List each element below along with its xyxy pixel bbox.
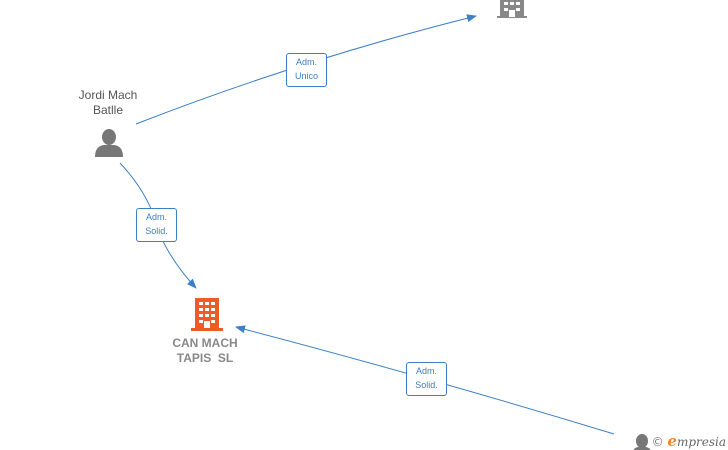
person-label-line2: Batlle: [92, 103, 124, 117]
edge-label-line2: Solid.: [415, 380, 438, 390]
company-label-line1: CAN MACH: [172, 336, 238, 350]
person-label-line1: Jordi Mach: [78, 88, 138, 102]
brand-name: mpresia: [676, 435, 726, 449]
company-icon-top[interactable]: [497, 0, 527, 18]
company-icon-main[interactable]: [191, 298, 223, 331]
edge-label-adm-unico: Adm. Unico: [286, 53, 327, 87]
edge-label-line1: Adm.: [415, 366, 437, 376]
brand-initial: e: [667, 432, 677, 450]
edge-label-line2: Solid.: [145, 226, 168, 236]
empresia-watermark: © empresia: [652, 432, 726, 450]
edge-label-line2: Unico: [294, 71, 318, 81]
company-label-line2: TAPIS SL: [176, 351, 234, 365]
person-icon[interactable]: [95, 129, 123, 157]
person-icon-bottom[interactable]: [633, 434, 651, 450]
copyright-symbol: ©: [651, 435, 664, 449]
edge-label-adm-solid-other: Adm. Solid.: [406, 362, 447, 396]
edge-label-line1: Adm.: [145, 212, 167, 222]
edge-label-adm-solid-jordi: Adm. Solid.: [136, 208, 177, 242]
company-label-main[interactable]: CAN MACH TAPIS SL: [150, 336, 260, 366]
person-label-jordi[interactable]: Jordi Mach Batlle: [62, 88, 154, 118]
edge-label-line1: Adm.: [295, 57, 317, 67]
